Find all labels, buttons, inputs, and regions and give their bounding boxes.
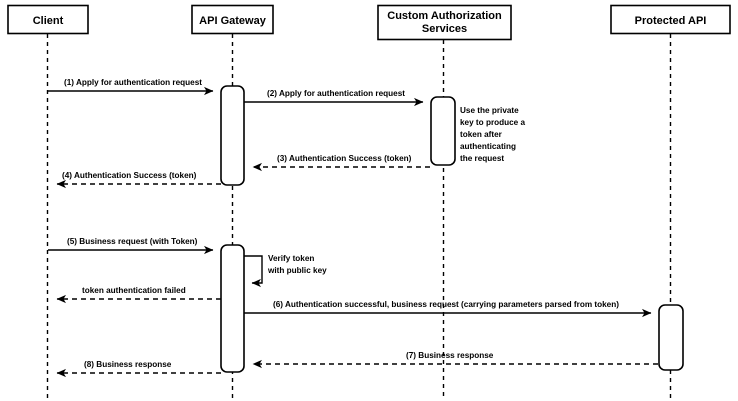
message-2-apply-for-authentication-request: (2) Apply for authentication request xyxy=(244,89,424,107)
participant-header-client[interactable]: Client xyxy=(7,4,89,35)
message-7-business-response: (7) Business response xyxy=(252,351,658,369)
activation-protected-api xyxy=(658,304,684,371)
note-private-key-line-4: authenticating xyxy=(460,142,516,151)
note-private-key-line-5: the request xyxy=(460,154,504,163)
activation-api-gateway-business xyxy=(220,244,245,373)
message-3-label: (3) Authentication Success (token) xyxy=(277,154,412,163)
participant-label-custom-auth-line2: Services xyxy=(422,23,467,35)
participant-label-custom-auth-line1: Custom Authorization xyxy=(387,10,502,22)
note-verify-token-line-1: Verify token xyxy=(268,254,314,263)
message-1-apply-for-authentication-request: (1) Apply for authentication request xyxy=(48,78,214,96)
message-4-label: (4) Authentication Success (token) xyxy=(62,171,197,180)
message-6-authentication-successful-business-request: (6) Authentication successful, business … xyxy=(244,300,652,318)
message-5-label: (5) Business request (with Token) xyxy=(67,237,198,246)
note-private-key: Use the private key to produce a token a… xyxy=(460,106,526,163)
note-verify-token-line-2: with public key xyxy=(267,266,327,275)
message-5-business-request-with-token: (5) Business request (with Token) xyxy=(48,237,214,255)
participant-header-custom-authorization-services[interactable]: Custom Authorization Services xyxy=(377,4,512,41)
message-token-authentication-failed: token authentication failed xyxy=(56,286,221,304)
note-private-key-line-3: token after xyxy=(460,130,503,139)
message-token-auth-failed-label: token authentication failed xyxy=(82,286,186,295)
participant-label-api-gateway: API Gateway xyxy=(199,15,267,27)
note-private-key-line-1: Use the private xyxy=(460,106,519,115)
message-2-label: (2) Apply for authentication request xyxy=(267,89,405,98)
participant-label-client: Client xyxy=(33,15,64,27)
message-3-authentication-success-token: (3) Authentication Success (token) xyxy=(252,154,430,172)
message-6-label: (6) Authentication successful, business … xyxy=(273,300,619,309)
activation-api-gateway-auth xyxy=(220,85,245,186)
message-8-business-response: (8) Business response xyxy=(56,360,221,378)
message-1-label: (1) Apply for authentication request xyxy=(64,78,202,87)
note-private-key-line-2: key to produce a xyxy=(460,118,526,127)
activation-custom-auth xyxy=(430,96,456,166)
participant-header-api-gateway[interactable]: API Gateway xyxy=(191,4,274,35)
self-message-verify-token: Verify token with public key xyxy=(244,254,327,288)
message-8-label: (8) Business response xyxy=(84,360,172,369)
message-7-label: (7) Business response xyxy=(406,351,494,360)
participant-label-protected-api: Protected API xyxy=(635,15,707,27)
participant-header-protected-api[interactable]: Protected API xyxy=(610,4,731,35)
message-4-authentication-success-token: (4) Authentication Success (token) xyxy=(56,171,221,189)
